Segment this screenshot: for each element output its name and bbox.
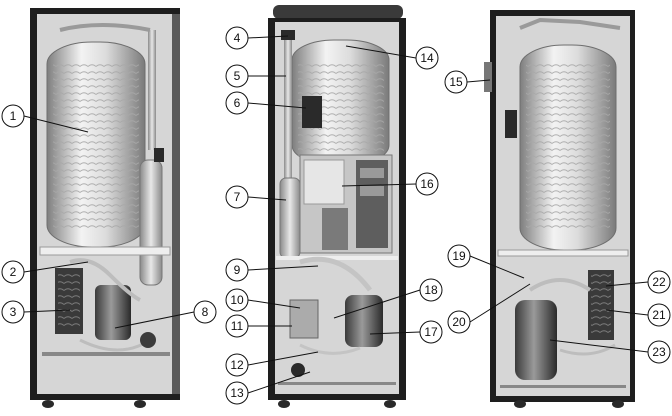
- leader-lines: [23, 35, 649, 394]
- left-compressor: [95, 285, 131, 340]
- right-side-handle: [484, 62, 492, 92]
- callout-3: 3: [1, 300, 25, 324]
- callout-15: 15: [444, 70, 468, 94]
- middle-top-valve: [281, 30, 295, 40]
- callout-19: 19: [447, 244, 471, 268]
- callout-13-label: 13: [230, 386, 244, 400]
- callout-15-label: 15: [449, 75, 463, 89]
- middle-cylinder: [279, 177, 301, 259]
- callout-21-label: 21: [652, 308, 666, 322]
- callout-17-label: 17: [424, 325, 438, 339]
- middle-valve-actuator: [302, 96, 322, 128]
- callout-3-label: 3: [10, 305, 17, 319]
- right-unit: [484, 10, 635, 408]
- callout-4-label: 4: [234, 31, 241, 45]
- callout-20: 20: [447, 310, 471, 334]
- callout-19-label: 19: [452, 249, 466, 263]
- callout-1-label: 1: [10, 109, 17, 123]
- callout-10-label: 10: [230, 293, 244, 307]
- callout-11-label: 11: [231, 319, 244, 333]
- callout-20-label: 20: [452, 315, 466, 329]
- middle-sensor-box: [289, 299, 319, 339]
- callout-13: 13: [225, 381, 249, 405]
- left-unit: [30, 8, 180, 408]
- callout-8: 8: [193, 300, 217, 324]
- middle-unit-top-cover: [273, 5, 403, 19]
- callout-10: 10: [225, 288, 249, 312]
- callout-23: 23: [647, 340, 671, 364]
- middle-compressor: [345, 295, 383, 347]
- callout-18-label: 18: [424, 283, 438, 297]
- callout-9-label: 9: [234, 263, 241, 277]
- callout-5-label: 5: [234, 69, 241, 83]
- callout-16: 16: [415, 172, 439, 196]
- left-cylinder: [139, 159, 163, 286]
- callout-1: 1: [1, 104, 25, 128]
- callout-17: 17: [419, 320, 443, 344]
- callout-7-label: 7: [234, 190, 241, 204]
- callout-7: 7: [225, 185, 249, 209]
- callout-23-label: 23: [652, 345, 666, 359]
- callout-2-label: 2: [10, 265, 17, 279]
- callout-11: 11: [225, 314, 249, 338]
- callout-18: 18: [419, 278, 443, 302]
- callout-22-label: 22: [652, 275, 666, 289]
- callout-5: 5: [225, 64, 249, 88]
- callout-6-label: 6: [234, 96, 241, 110]
- callout-9: 9: [225, 258, 249, 282]
- callout-12-label: 12: [230, 358, 244, 372]
- callout-21: 21: [647, 303, 671, 327]
- callout-22: 22: [647, 270, 671, 294]
- callout-4: 4: [225, 26, 249, 50]
- callout-14-label: 14: [420, 51, 434, 65]
- right-compressor: [515, 300, 557, 380]
- callout-2: 2: [1, 260, 25, 284]
- callout-6: 6: [225, 91, 249, 115]
- callout-12: 12: [225, 353, 249, 377]
- callout-14: 14: [415, 46, 439, 70]
- callout-16-label: 16: [420, 177, 434, 191]
- middle-unit: [268, 5, 406, 408]
- callout-8-label: 8: [202, 305, 209, 319]
